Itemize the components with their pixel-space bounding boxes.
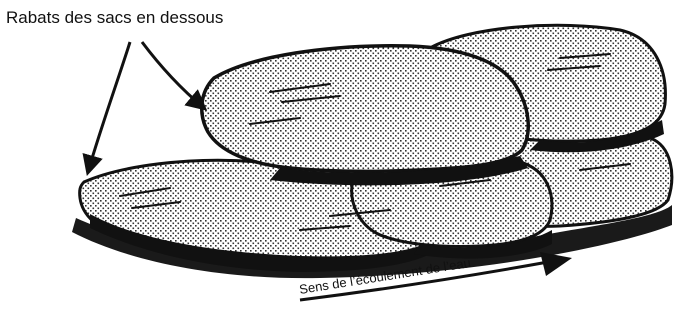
flaps-underneath-label: Rabats des sacs en dessous bbox=[6, 8, 223, 28]
arrow-to-left-flap bbox=[88, 42, 130, 172]
sandbag-top-center bbox=[202, 46, 529, 172]
flow-arrow-head bbox=[540, 252, 572, 276]
flap-pointer-arrows bbox=[88, 42, 204, 172]
arrow-to-center-flap bbox=[142, 42, 204, 108]
